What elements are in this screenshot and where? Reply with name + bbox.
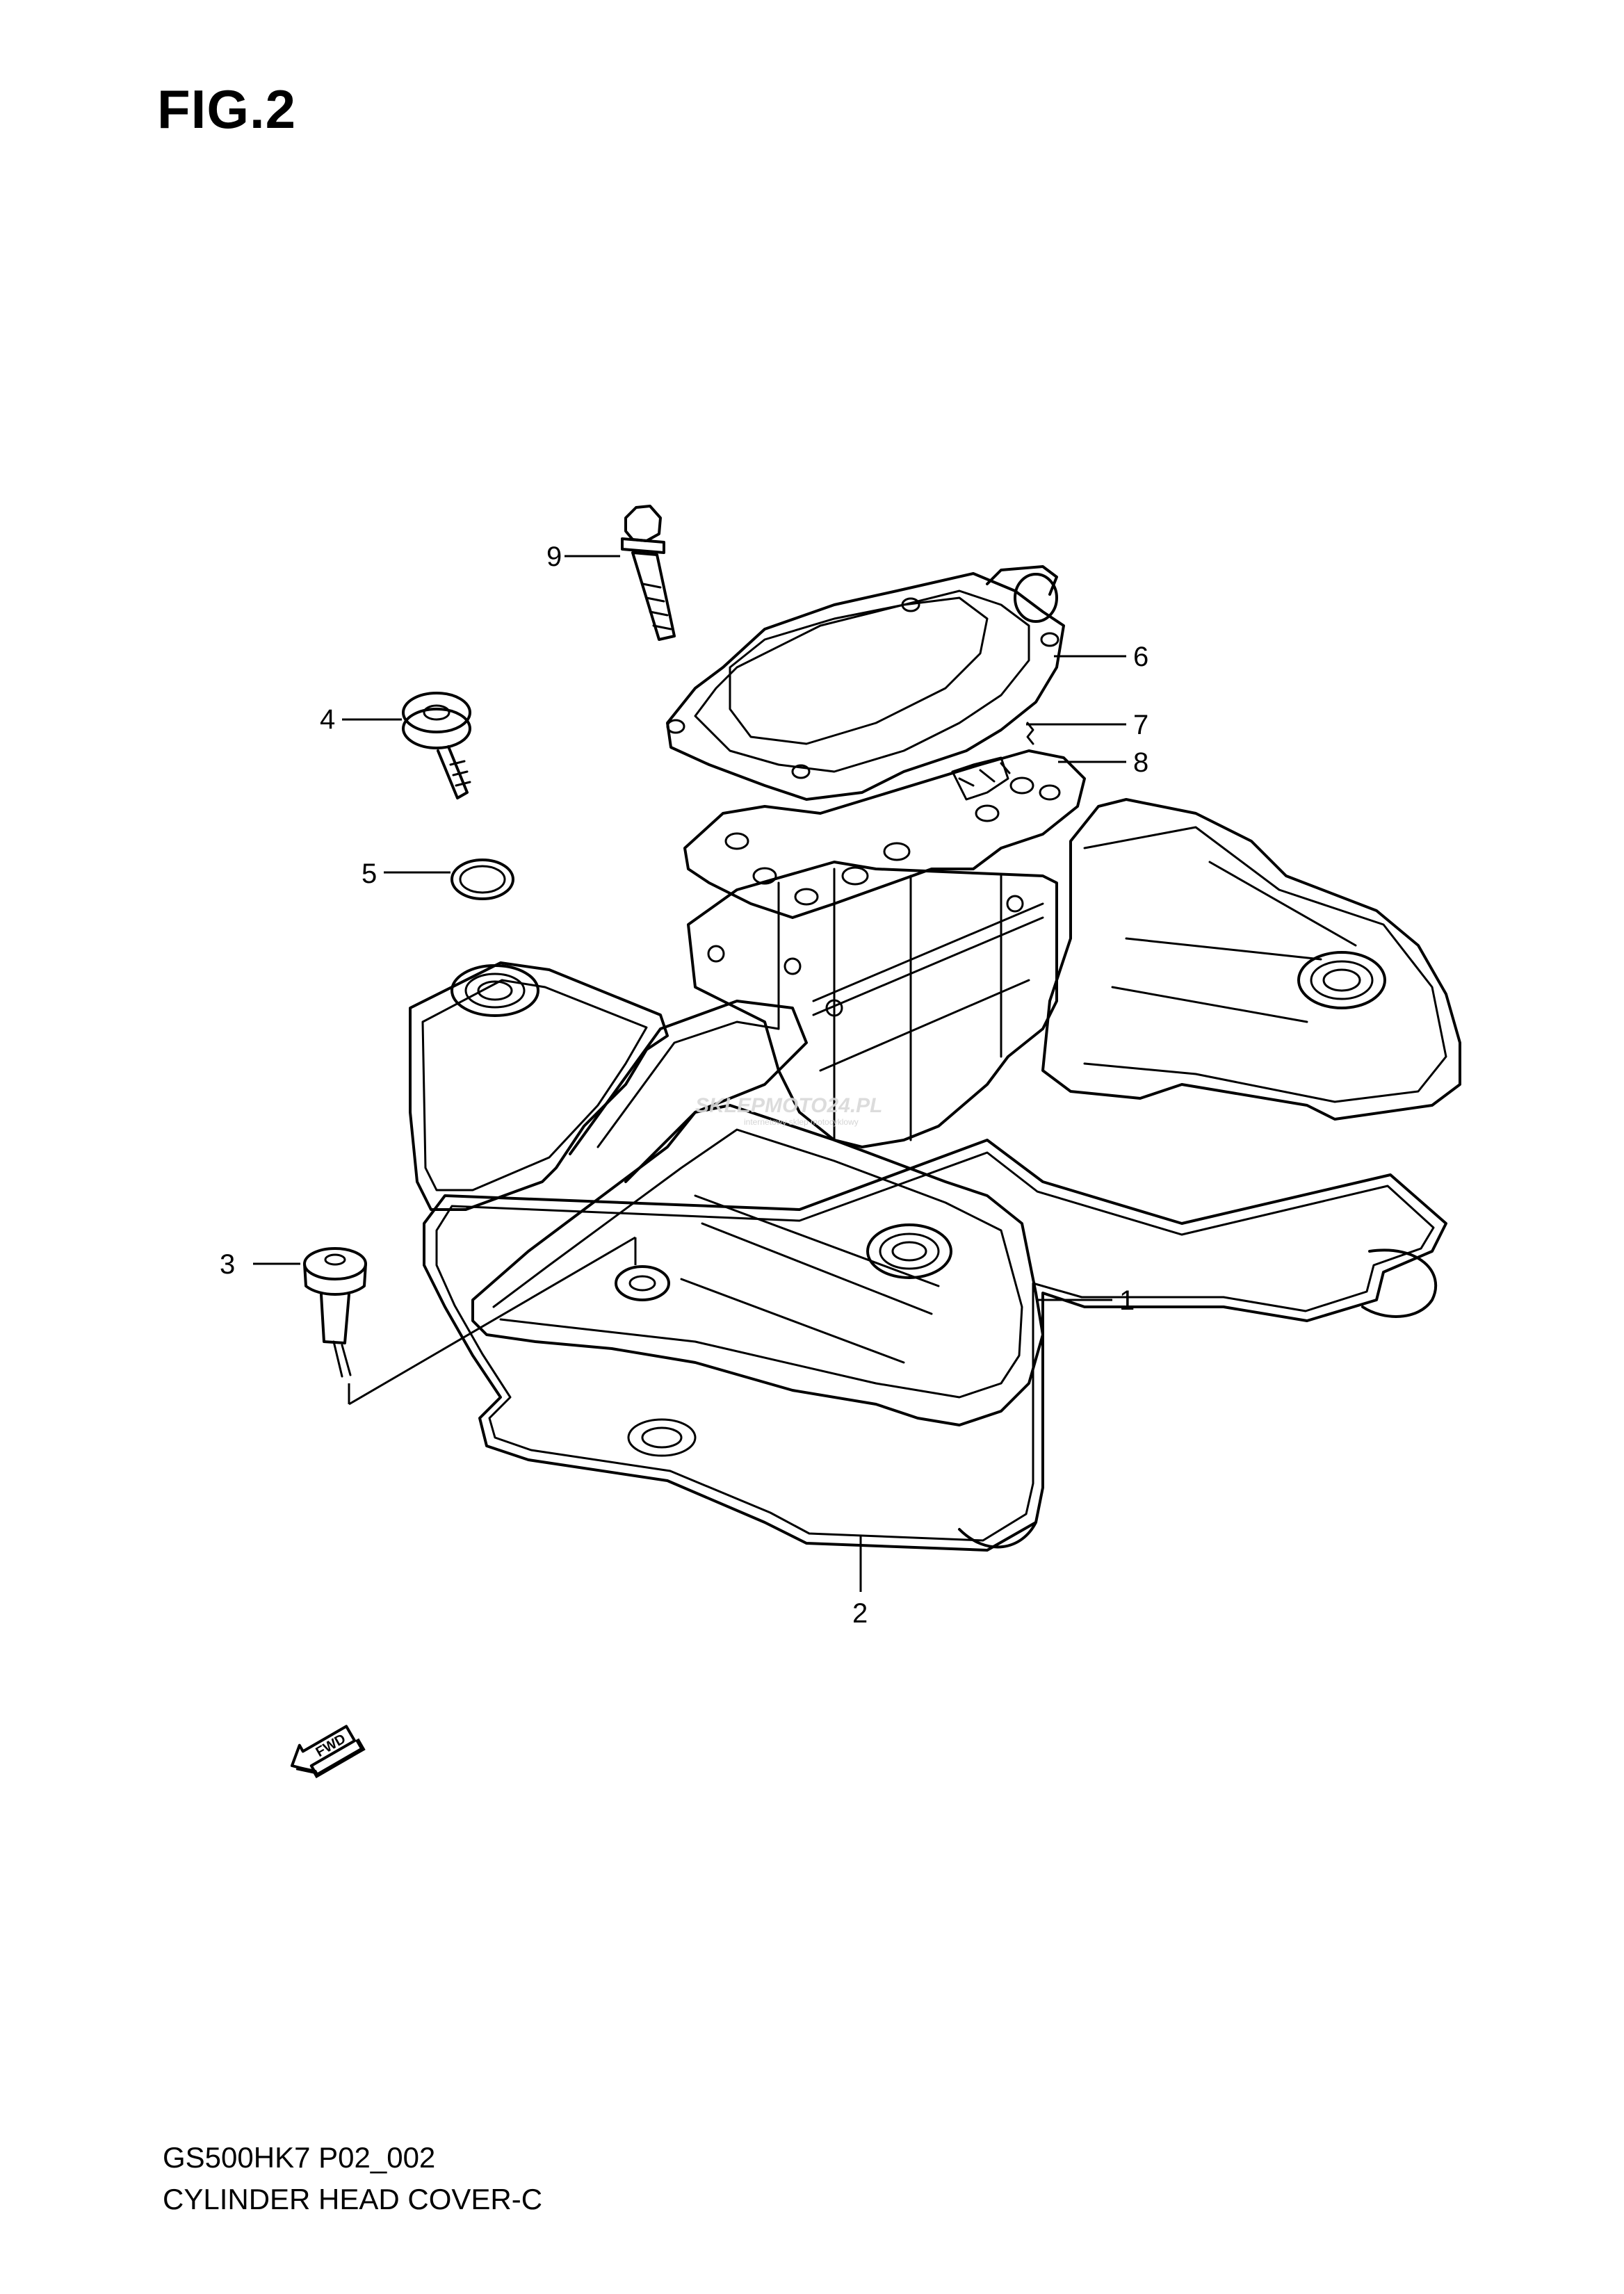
watermark-tagline: internetowy sklep motocyklowy — [744, 1117, 859, 1127]
o-ring-part — [450, 859, 514, 900]
watermark-brand: SKLEPMOTO24.PL — [695, 1094, 883, 1117]
reed-valve-part — [951, 722, 1034, 801]
filler-cap-part — [402, 692, 471, 799]
callout-3: 3 — [220, 1249, 235, 1280]
callout-6: 6 — [1133, 642, 1148, 672]
breather-cover-bolt-part — [621, 505, 676, 641]
callout-5: 5 — [362, 859, 377, 889]
callout-9: 9 — [546, 542, 562, 572]
watermark: SKLEPMOTO24.PL internetowy sklep motocyk… — [695, 1094, 883, 1127]
callout-7: 7 — [1133, 710, 1148, 740]
callout-1: 1 — [1119, 1285, 1135, 1316]
callout-8: 8 — [1133, 747, 1148, 778]
cylinder-head-cover-part — [409, 798, 1461, 1426]
breather-cover-part — [666, 565, 1065, 801]
callout-labels: 1 2 3 4 5 6 7 8 9 — [220, 542, 1148, 1629]
fwd-arrow-icon: FWD — [291, 1725, 366, 1779]
drawing-code: GS500HK7 P02_002 — [163, 2141, 436, 2174]
drawing-name: CYLINDER HEAD COVER-C — [163, 2183, 543, 2215]
callout-4: 4 — [320, 704, 335, 735]
breather-gasket-part — [683, 749, 1086, 919]
leader-lines — [253, 555, 1126, 1592]
callout-2: 2 — [852, 1598, 868, 1629]
cover-bolt-part — [303, 1247, 367, 1378]
figure-title: FIG.2 — [157, 79, 297, 140]
